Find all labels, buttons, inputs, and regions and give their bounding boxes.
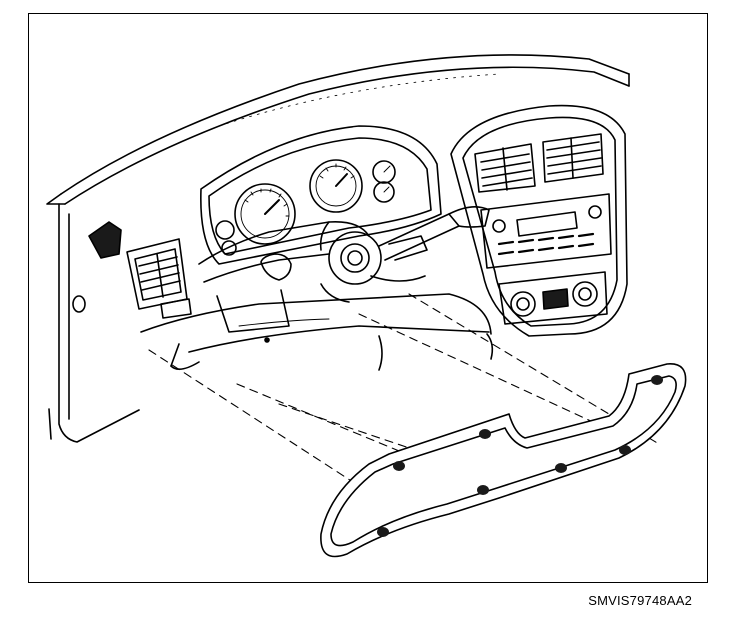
- center-stack: [450, 104, 628, 337]
- figure-code-label: SMVIS79748AA2: [588, 593, 692, 608]
- left-side-panel: [48, 203, 140, 443]
- dashboard-illustration: [46, 54, 687, 558]
- dashboard-top: [46, 54, 630, 205]
- left-corner-vent: [88, 221, 122, 259]
- instrument-cluster: [200, 125, 442, 265]
- radio-unit: [480, 193, 612, 269]
- steering-column: [198, 206, 490, 303]
- panel-clip-holes: [377, 375, 663, 537]
- lower-dash-opening: [140, 289, 494, 371]
- climate-controls: [498, 271, 608, 325]
- tachometer-gauge: [309, 159, 363, 213]
- knee-bolster-panel: [320, 363, 687, 558]
- center-air-vents: [474, 133, 604, 193]
- left-dash-vent: [126, 238, 192, 319]
- figure-frame: [28, 13, 708, 583]
- speedometer-gauge: [234, 183, 296, 245]
- small-gauges: [215, 160, 396, 256]
